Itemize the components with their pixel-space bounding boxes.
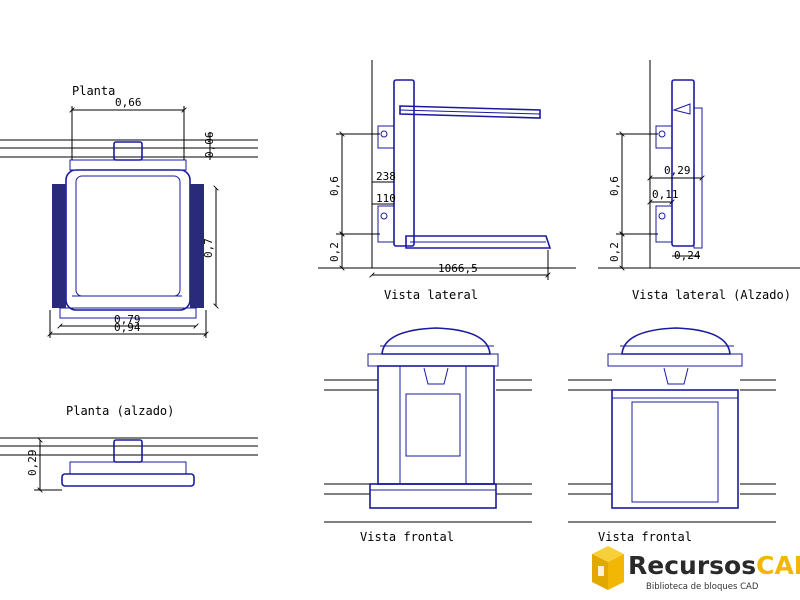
planta-body — [52, 141, 204, 319]
logo-brand-b: CAD — [756, 551, 800, 580]
planta-alzado-title: Planta (alzado) — [66, 404, 174, 418]
view-vista-lateral-alzado: 0,6 0,2 0,29 0,11 0,24 Vista lateral (Al… — [598, 60, 800, 302]
view-planta: Planta 0,66 0,06 0,7 — [0, 84, 258, 338]
view-planta-alzado: Planta (alzado) 0,29 — [0, 404, 258, 490]
planta-dimensions: 0,66 0,06 0,7 0,79 0,94 — [50, 96, 216, 338]
planta-alzado-dim-height: 0,29 — [26, 450, 39, 477]
cube-icon — [592, 546, 624, 590]
planta-alzado-wall-lines — [0, 437, 258, 456]
vista-frontal-2-body — [607, 327, 743, 509]
planta-dim-height: 0,7 — [202, 238, 215, 258]
vista-lateral-alzado-title: Vista lateral (Alzado) — [632, 288, 791, 302]
view-vista-frontal-2: Vista frontal — [568, 327, 776, 544]
planta-alzado-body — [61, 439, 195, 487]
vista-lateral-alzado-dim-bottom: 0,24 — [674, 249, 701, 262]
vista-lateral-title: Vista lateral — [384, 288, 478, 302]
planta-dim-width-top: 0,66 — [115, 96, 142, 109]
view-vista-frontal-1: Vista frontal — [324, 327, 532, 544]
vista-lateral-alzado-dim-lower: 0,2 — [608, 242, 621, 262]
vista-lateral-dimensions: 0,6 0,2 1066,5 238 110 — [328, 134, 548, 280]
vista-frontal-1-ground-lines — [324, 379, 532, 523]
vista-lateral-dim-upper: 0,6 — [328, 176, 341, 196]
vista-lateral-body — [377, 79, 552, 249]
planta-dim-side-small: 0,06 — [203, 132, 216, 159]
recursoscad-logo: RecursosCAD Biblioteca de bloques CAD — [592, 546, 800, 592]
vista-lateral-dim-length: 1066,5 — [438, 262, 478, 275]
planta-dim-width-inner: 0,79 — [114, 313, 141, 326]
vista-frontal-2-ground-lines — [568, 379, 776, 523]
planta-alzado-dimensions: 0,29 — [26, 440, 62, 490]
vista-lateral-alzado-dimensions: 0,6 0,2 0,29 0,11 0,24 — [608, 134, 702, 268]
vista-frontal-1-body — [367, 327, 499, 509]
vista-lateral-alzado-dim-depth: 0,29 — [664, 164, 691, 177]
logo-brand-a: Recursos — [628, 551, 756, 580]
planta-dim-width-outer: 0,94 — [114, 321, 141, 334]
planta-title: Planta — [72, 84, 115, 98]
logo-tagline: Biblioteca de bloques CAD — [646, 582, 759, 592]
vista-lateral-dim-lower: 0,2 — [328, 242, 341, 262]
svg-text:RecursosCAD: RecursosCAD — [628, 551, 800, 580]
vista-lateral-dim-small-a: 238 — [376, 170, 396, 183]
vista-frontal-2-title: Vista frontal — [598, 530, 692, 544]
planta-wall-lines — [0, 139, 258, 158]
view-vista-lateral: 0,6 0,2 1066,5 238 110 Vista lateral — [318, 60, 576, 302]
vista-lateral-alzado-dim-upper: 0,6 — [608, 176, 621, 196]
vista-lateral-dim-small-b: 110 — [376, 192, 396, 205]
vista-lateral-alzado-dim-small: 0,11 — [652, 188, 679, 201]
vista-frontal-1-title: Vista frontal — [360, 530, 454, 544]
